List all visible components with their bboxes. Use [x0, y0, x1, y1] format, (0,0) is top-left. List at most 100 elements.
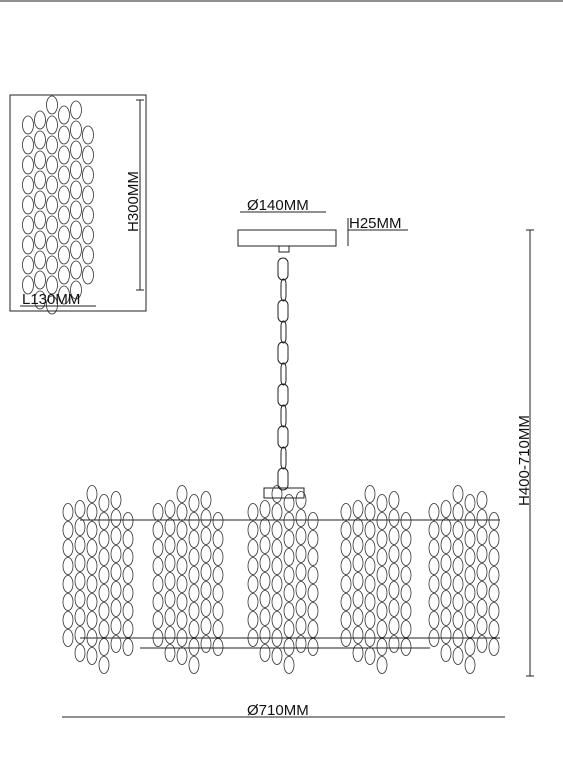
shade-oval — [376, 494, 388, 512]
detail-oval — [46, 95, 58, 115]
shade-oval — [340, 611, 352, 629]
shade-oval — [307, 530, 319, 548]
detail-oval — [34, 250, 46, 270]
detail-oval — [34, 190, 46, 210]
shade-oval — [307, 602, 319, 620]
detail-height-label: H300MM — [125, 171, 142, 232]
shade-oval — [464, 548, 476, 566]
shade-oval — [122, 602, 134, 620]
detail-oval — [46, 255, 58, 275]
detail-oval — [58, 145, 70, 165]
shade-oval — [271, 503, 283, 521]
shade-oval — [200, 563, 212, 581]
detail-oval — [22, 195, 34, 215]
detail-oval — [70, 100, 82, 120]
suspension-chain — [277, 245, 290, 491]
shade-oval — [283, 638, 295, 656]
shade-oval — [352, 590, 364, 608]
chain-link — [277, 467, 289, 491]
detail-oval — [70, 260, 82, 280]
shade — [152, 485, 224, 674]
shade-oval — [98, 566, 110, 584]
shade-oval — [452, 539, 464, 557]
detail-oval — [70, 280, 82, 300]
shade-oval — [176, 485, 188, 503]
detail-oval — [22, 155, 34, 175]
shade-oval — [74, 554, 86, 572]
detail-oval — [46, 135, 58, 155]
detail-oval — [34, 210, 46, 230]
shade-oval — [352, 500, 364, 518]
shade-oval — [176, 647, 188, 665]
shade-oval — [352, 536, 364, 554]
shade-oval — [98, 584, 110, 602]
shade-oval — [98, 620, 110, 638]
overall-diameter-dimension: Ø710MM — [62, 702, 505, 719]
shade-oval — [98, 602, 110, 620]
detail-oval — [34, 110, 46, 130]
chain-link — [280, 404, 287, 428]
shade-oval — [283, 584, 295, 602]
detail-frame — [9, 94, 147, 312]
shade — [62, 485, 134, 674]
shade-oval — [110, 599, 122, 617]
shade-oval — [364, 647, 376, 665]
shade-oval — [295, 563, 307, 581]
detail-length-label: L130MM — [22, 291, 80, 308]
shade-oval — [271, 647, 283, 665]
shade-oval — [164, 626, 176, 644]
shade-oval — [86, 629, 98, 647]
shade-oval — [464, 566, 476, 584]
chain-hook — [278, 245, 290, 253]
detail-oval — [58, 165, 70, 185]
shade-oval — [476, 545, 488, 563]
shade-oval — [188, 602, 200, 620]
detail-oval — [34, 290, 46, 310]
shade-oval — [271, 521, 283, 539]
shade-oval — [476, 563, 488, 581]
shade-oval — [340, 629, 352, 647]
shade-group — [62, 485, 500, 674]
shade-oval — [440, 608, 452, 626]
shade-oval — [400, 566, 412, 584]
shade-detail-view: H300MM L130MM — [9, 94, 147, 315]
shade-oval — [364, 557, 376, 575]
shade-oval — [488, 548, 500, 566]
shade-oval — [295, 509, 307, 527]
shade-oval — [86, 557, 98, 575]
shade-oval — [476, 599, 488, 617]
shade-oval — [400, 584, 412, 602]
shade-oval — [388, 491, 400, 509]
shade-oval — [247, 575, 259, 593]
detail-oval — [58, 205, 70, 225]
shade — [428, 485, 500, 674]
shade-oval — [164, 644, 176, 662]
detail-oval — [46, 215, 58, 235]
shade-oval — [188, 548, 200, 566]
shade-oval — [352, 572, 364, 590]
shade-oval — [464, 656, 476, 674]
shade-oval — [352, 644, 364, 662]
shade-oval — [307, 566, 319, 584]
shade-oval — [476, 491, 488, 509]
shade-oval — [271, 611, 283, 629]
shade-oval — [164, 536, 176, 554]
chain-link — [280, 362, 287, 386]
shade-oval — [200, 491, 212, 509]
shade-oval — [283, 530, 295, 548]
shade-oval — [86, 539, 98, 557]
shade-oval — [307, 584, 319, 602]
shade-oval — [488, 512, 500, 530]
shade-oval — [212, 584, 224, 602]
shade-oval — [122, 638, 134, 656]
shade-oval — [352, 626, 364, 644]
shade-oval — [271, 557, 283, 575]
detail-oval — [58, 125, 70, 145]
shade-oval — [376, 584, 388, 602]
detail-oval — [58, 185, 70, 205]
shade-oval — [283, 620, 295, 638]
shade-oval — [62, 557, 74, 575]
shade-oval — [352, 608, 364, 626]
shade-oval — [476, 527, 488, 545]
shade-oval — [110, 491, 122, 509]
